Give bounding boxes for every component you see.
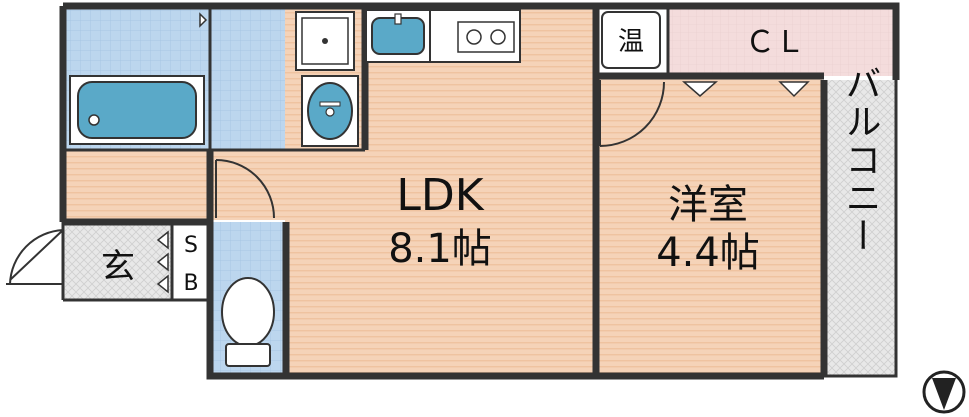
washing-machine-pan-icon (295, 11, 355, 71)
western-room-floor (596, 78, 822, 376)
water-heater-label: 温 (618, 27, 644, 57)
shoe-box-label-b: B (183, 271, 198, 296)
shoe-box-door-icon (156, 230, 169, 294)
entrance-label: 玄 (101, 247, 135, 287)
thin-walls (61, 6, 898, 378)
toilet-icon (221, 277, 275, 367)
balcony-floor (824, 80, 896, 376)
closet-label: ＣＬ (745, 25, 805, 60)
washbasin-icon (301, 75, 359, 147)
vent-marker-icon (199, 12, 208, 28)
closet-floor (668, 6, 894, 76)
western-room-size-label: 4.4帖 (656, 230, 760, 276)
stove-icon (429, 9, 521, 63)
closet-door-icon (682, 81, 810, 98)
bathtub-icon (69, 75, 205, 145)
water-heater-icon: 温 (601, 11, 661, 69)
shoe-box-area (172, 222, 210, 300)
entrance-floor (63, 222, 173, 300)
ldk-size-label: 8.1帖 (388, 226, 492, 272)
ldk-name-label: LDK (396, 170, 484, 221)
shoe-box-label-s: S (184, 233, 198, 258)
entrance-door-icon (6, 229, 64, 285)
kitchen-sink-icon (365, 9, 431, 63)
western-room-name-label: 洋室 (668, 182, 748, 228)
door-swing-icon (599, 80, 665, 147)
compass-north-icon (922, 370, 966, 414)
balcony-label: バルコニー (840, 65, 881, 255)
door-swing-icon (215, 159, 275, 219)
